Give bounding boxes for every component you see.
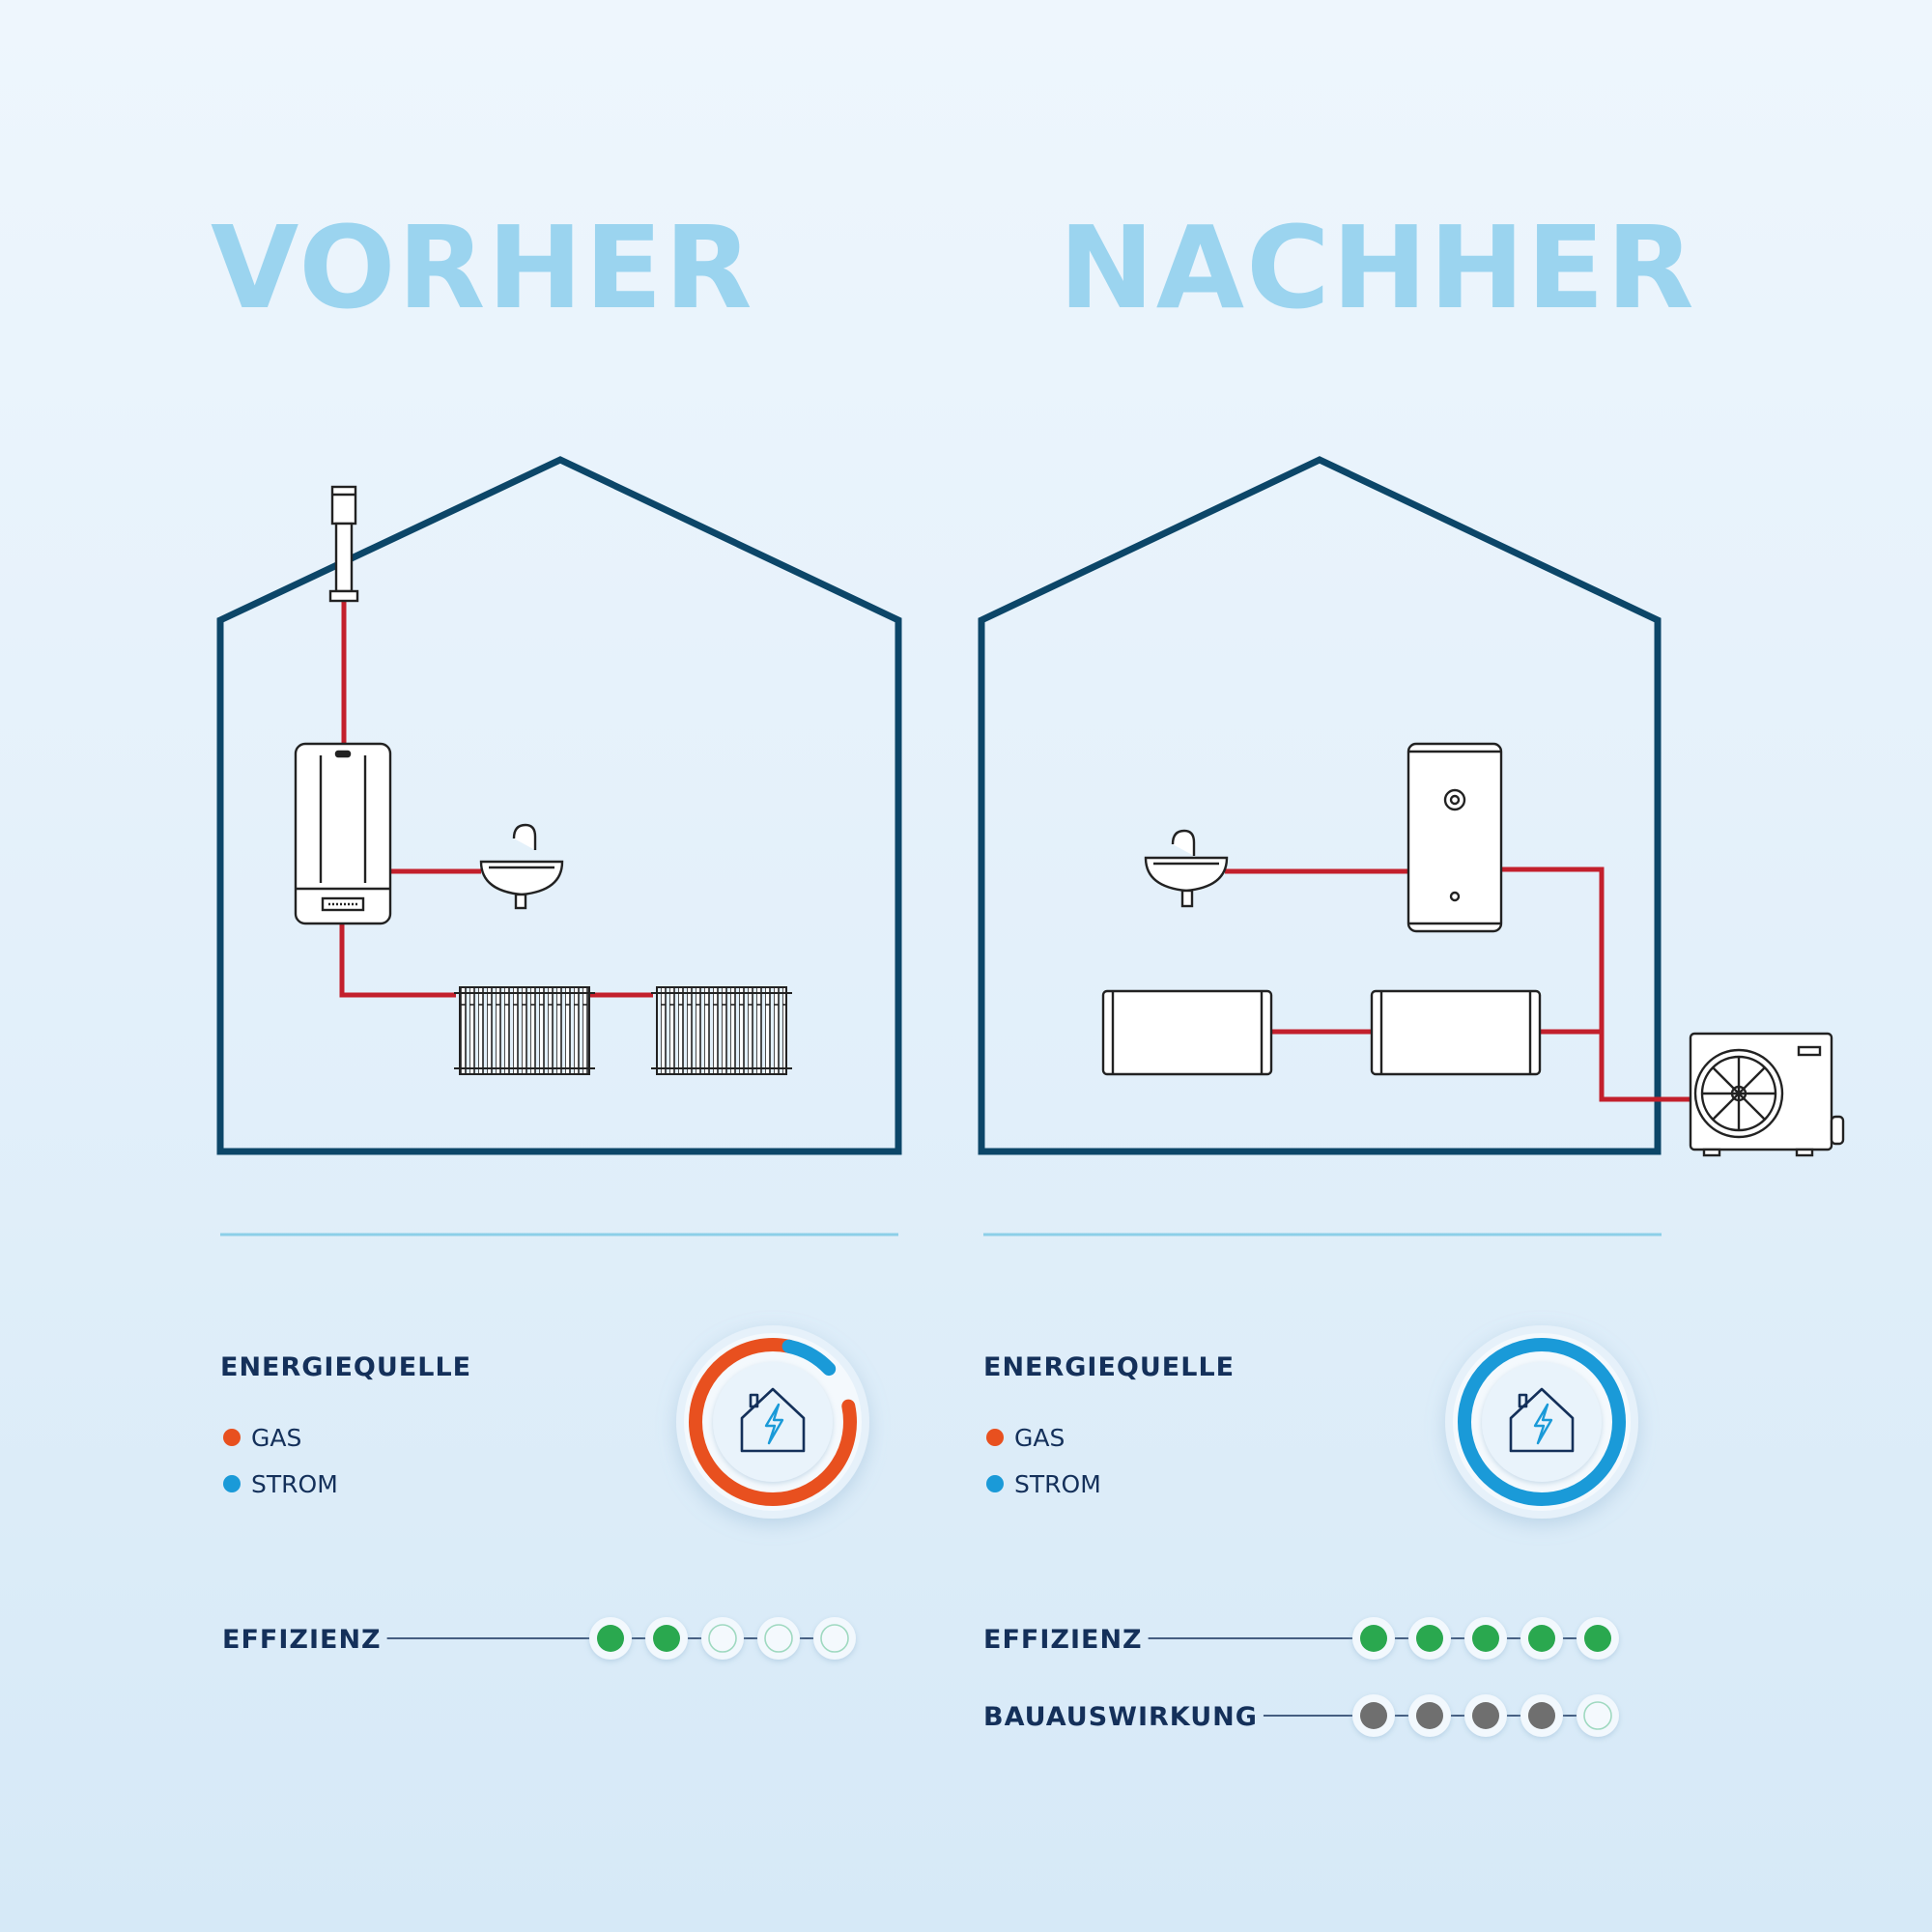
house-bolt-icon xyxy=(740,1387,806,1453)
before-ratings: EFFIZIENZ xyxy=(222,1617,856,1660)
after-energy-heading: ENERGIEQUELLE xyxy=(983,1352,1235,1382)
rating-dot-filled xyxy=(1416,1702,1443,1729)
rating-label: BAUAUSWIRKUNG xyxy=(983,1702,1258,1732)
after-ratings: EFFIZIENZ BAUAUSWIRKUNG xyxy=(983,1617,1619,1737)
flat-radiator-icon xyxy=(1101,989,1273,1076)
gas-legend-dot xyxy=(986,1429,1004,1446)
before-title: VORHER xyxy=(211,201,754,334)
before-energy-heading: ENERGIEQUELLE xyxy=(220,1352,471,1382)
sink-icon xyxy=(479,823,564,910)
before-energy-section: ENERGIEQUELLE GAS STROM xyxy=(220,1325,869,1519)
strom-legend-dot xyxy=(223,1475,241,1492)
rating-dot-filled xyxy=(653,1625,680,1652)
rating-dot-filled xyxy=(1472,1625,1499,1652)
strom-share-arc xyxy=(689,1338,857,1506)
after-energy-donut xyxy=(1445,1325,1638,1519)
gas-boiler-icon xyxy=(294,742,392,925)
rating-dot-filled xyxy=(1584,1625,1611,1652)
before-pipes xyxy=(339,601,653,998)
heat-pump-icon xyxy=(1689,1032,1845,1157)
rating-dot-filled xyxy=(1360,1702,1387,1729)
rating-dot-empty xyxy=(764,1624,793,1653)
before-house-outline xyxy=(216,456,902,1155)
rating-row-effizienz: EFFIZIENZ xyxy=(222,1617,856,1660)
rating-label: EFFIZIENZ xyxy=(983,1625,1143,1655)
after-energy-section: ENERGIEQUELLE GAS STROM xyxy=(983,1325,1638,1519)
rating-dot-filled xyxy=(1528,1702,1555,1729)
after-house-outline xyxy=(978,456,1662,1155)
rating-dot-empty xyxy=(820,1624,849,1653)
chimney-icon xyxy=(328,485,359,603)
before-house xyxy=(216,456,902,1155)
rating-row-effizienz: EFFIZIENZ xyxy=(983,1617,1619,1660)
after-pipes xyxy=(1225,867,1692,1102)
radiator-icon xyxy=(651,986,792,1075)
strom-legend-dot xyxy=(986,1475,1004,1492)
rating-dot-filled xyxy=(1416,1625,1443,1652)
rating-dot-empty xyxy=(708,1624,737,1653)
after-legend-gas: GAS xyxy=(1014,1424,1065,1452)
gas-legend-dot xyxy=(223,1429,241,1446)
strom-share-arc xyxy=(1458,1338,1626,1506)
rating-dot-filled xyxy=(1528,1625,1555,1652)
rating-row-bauauswirkung: BAUAUSWIRKUNG xyxy=(983,1694,1619,1737)
radiator-icon xyxy=(454,986,595,1075)
rating-dot-filled xyxy=(597,1625,624,1652)
after-title: NACHHER xyxy=(1059,201,1696,334)
gas-share-arc xyxy=(689,1338,857,1506)
flat-radiator-icon xyxy=(1370,989,1542,1076)
rating-dot-filled xyxy=(1360,1625,1387,1652)
before-legend-gas: GAS xyxy=(251,1424,301,1452)
before-legend-strom: STROM xyxy=(251,1470,338,1498)
after-legend-strom: STROM xyxy=(1014,1470,1101,1498)
before-energy-donut xyxy=(676,1325,869,1519)
rating-dot-empty xyxy=(1583,1701,1612,1730)
after-house xyxy=(978,456,1845,1157)
rating-dot-filled xyxy=(1472,1702,1499,1729)
hot-water-tank-icon xyxy=(1406,742,1503,933)
rating-label: EFFIZIENZ xyxy=(222,1625,382,1655)
sink-icon xyxy=(1144,829,1229,908)
house-bolt-icon xyxy=(1509,1387,1575,1453)
